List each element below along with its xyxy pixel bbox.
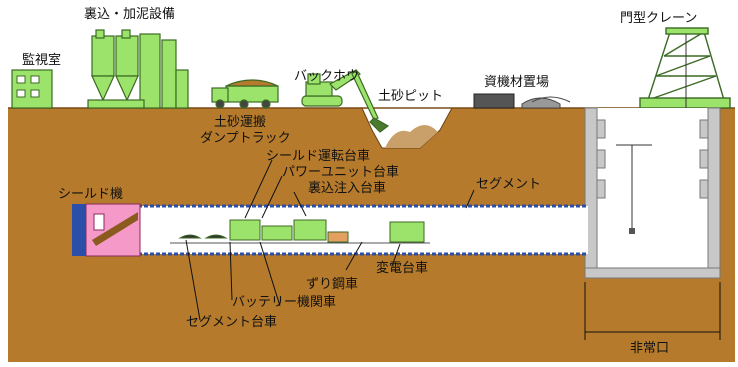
- materials-yard: [473, 93, 571, 109]
- label-power-unit-car: パワーユニット台車: [282, 165, 399, 180]
- shield-machine: [72, 203, 141, 257]
- label-battery-locomotive: バッテリー機関車: [232, 295, 336, 310]
- soil-pile: [385, 125, 438, 148]
- label-backfill-plant: 裏込・加泥設備: [84, 6, 175, 22]
- label-backhoe: バックホウ: [294, 69, 359, 84]
- label-soil-pit: 土砂ピット: [378, 89, 443, 104]
- leader-lines: [185, 159, 475, 321]
- emergency-exit-dimension: [584, 282, 721, 340]
- label-gantry-crane: 門型クレーン: [620, 11, 697, 26]
- dump-truck: [211, 79, 279, 109]
- label-emergency-exit: 非常口: [630, 341, 669, 356]
- vertical-shaft: [584, 107, 721, 279]
- monitoring-room: [11, 69, 53, 109]
- label-backfill-injection-car: 裏込注入台車: [308, 181, 386, 196]
- label-shield-machine: シールド機: [58, 187, 123, 202]
- muck-car-train: [170, 219, 430, 244]
- label-dump-truck: 土砂運搬 ダンプトラック: [200, 115, 291, 146]
- label-segment: セグメント: [476, 177, 541, 192]
- tunnel: [120, 204, 588, 256]
- label-segment-car: セグメント台車: [186, 315, 277, 330]
- label-materials-yard: 資機材置場: [484, 75, 549, 90]
- backfill-plant: [87, 29, 189, 109]
- backhoe: [301, 68, 390, 133]
- label-substation-car: 変電台車: [376, 260, 428, 276]
- label-shield-operation-car: シールド運転台車: [266, 149, 370, 164]
- label-muck-car: ずり鋼車: [306, 277, 358, 292]
- label-monitoring-room: 監視室: [22, 52, 61, 68]
